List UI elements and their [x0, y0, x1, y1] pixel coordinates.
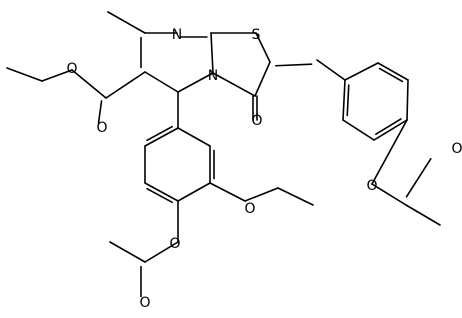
- bond-R6-R1-second: [346, 84, 350, 117]
- atom-o-ester-ether: O: [66, 61, 77, 77]
- bond-A6-A1: [144, 127, 179, 147]
- bond-Oeth-Ceth1: [244, 187, 279, 202]
- bond-Oac2-Cac2: [371, 183, 407, 206]
- bond-Oac1-Cac1: [144, 241, 179, 263]
- bond-A4-A5-second: [146, 187, 173, 204]
- bond-A1-A2: [177, 127, 211, 147]
- bond-R2-R3: [377, 62, 409, 81]
- bond-R1-R2: [344, 62, 379, 81]
- bond-C5-C6: [144, 71, 179, 93]
- bond-A6-A1-second: [146, 125, 173, 142]
- bond-C6-Cest: [105, 71, 146, 99]
- bond-Cest-Oc-second: [97, 100, 103, 124]
- bond-Me1-C7: [107, 11, 146, 34]
- atom-o-acetoxy-lower: O: [169, 236, 180, 252]
- bond-C3-N4: [212, 72, 256, 97]
- atom-n-top: N: [172, 27, 182, 43]
- bond-Cac1-Me2: [109, 241, 146, 263]
- bond-Oe-CH2e: [41, 69, 73, 82]
- bond-Cac2-Oac2b-second: [405, 158, 432, 198]
- atom-o-ketone: O: [251, 113, 262, 129]
- bonds-layer: [6, 11, 441, 298]
- bond-C2-C3: [254, 61, 271, 97]
- bond-S-C2: [255, 32, 271, 63]
- bond-R3-R4: [406, 79, 409, 121]
- bond-A3-A4: [177, 182, 211, 202]
- bond-CH2e-CH3e: [6, 67, 43, 82]
- bond-A3-Oeth: [209, 182, 246, 202]
- atom-o-acetoxy-right: O: [366, 178, 377, 194]
- atom-n-ring: N: [208, 68, 218, 84]
- bond-Cac2-Me3: [405, 204, 441, 226]
- bond-A4-A5: [144, 182, 179, 202]
- atom-o-acetyl-right: O: [451, 141, 462, 157]
- bond-C2-CHvin-second: [275, 63, 313, 67]
- bond-Cest-Oe: [71, 69, 107, 99]
- bond-R6-R1: [342, 79, 346, 121]
- bond-R4-Oac2: [371, 119, 408, 185]
- bond-CHvin-R1: [316, 59, 346, 81]
- atom-o-ester-carbonyl: O: [96, 120, 107, 136]
- atom-o-acetyl-lower: O: [139, 295, 150, 311]
- bond-N4-C5: [177, 72, 214, 93]
- atom-s-thiazole: S: [252, 27, 261, 43]
- bond-Ceth1-Ceth2: [277, 187, 314, 206]
- bond-R4-R5: [373, 119, 408, 141]
- bond-R5-R6: [342, 119, 375, 141]
- bond-N4-C8a: [210, 32, 214, 74]
- atom-o-ethoxy: O: [244, 201, 255, 217]
- bond-R4-R5-second: [375, 118, 402, 135]
- bond-R2-R3-second: [378, 67, 404, 83]
